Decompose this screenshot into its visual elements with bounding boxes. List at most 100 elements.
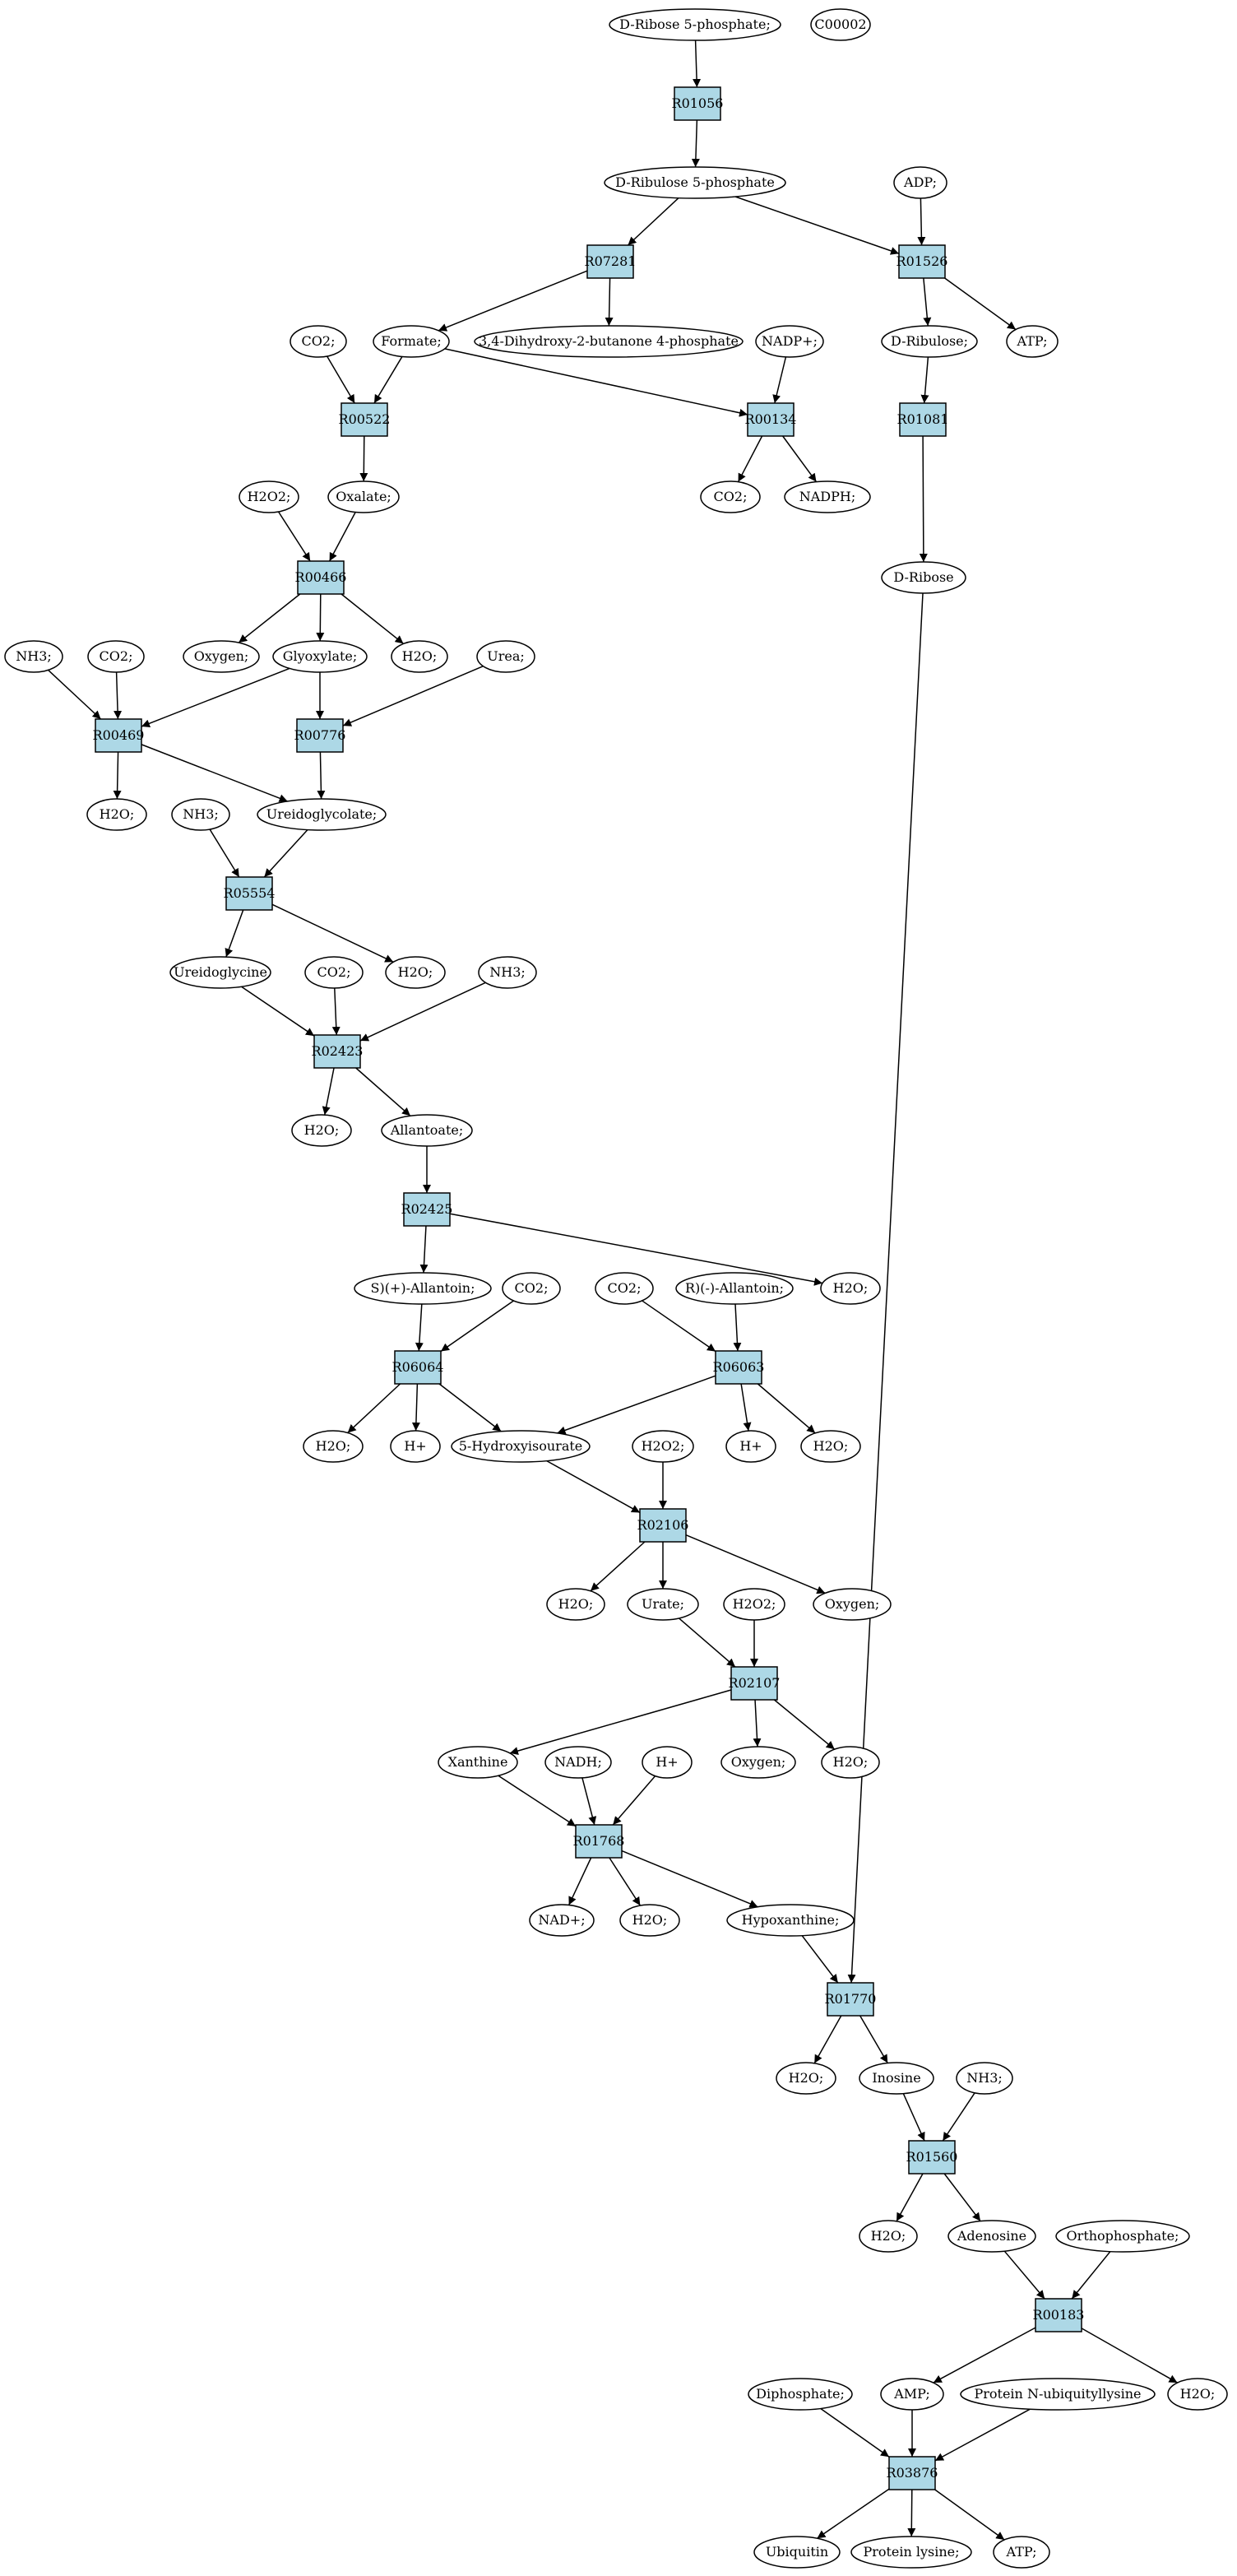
compound-ellipse: [881, 561, 966, 594]
compound-ellipse: [304, 956, 364, 989]
compound-ellipse: [291, 1114, 352, 1147]
compound-node: Allantoate;: [381, 1114, 473, 1147]
compound-ellipse: [385, 956, 446, 989]
compound-ellipse: [960, 2378, 1156, 2411]
compound-ellipse: [183, 640, 260, 673]
compound-node: H2O;: [546, 1588, 605, 1621]
edge-arrow: [627, 197, 679, 246]
edge-arrow: [919, 435, 928, 563]
compound-ellipse: [373, 325, 450, 358]
node-label: R01560: [906, 2149, 958, 2165]
compound-ellipse: [474, 325, 744, 358]
edge-arrow: [923, 277, 932, 327]
node-label: H2O;: [398, 964, 433, 980]
compound-ellipse: [257, 798, 387, 831]
compound-node: H2O;: [859, 2220, 918, 2253]
node-label: Formate;: [381, 333, 442, 349]
node-label: R05554: [224, 885, 276, 901]
node-label: R01526: [896, 253, 948, 269]
node-label: NH3;: [966, 2070, 1003, 2086]
compound-node: Inosine: [859, 2062, 934, 2095]
compound-node: NADPH;: [784, 480, 871, 513]
compound-ellipse: [272, 640, 368, 673]
compound-node: H2O;: [821, 1746, 880, 1779]
compound-node: H2O2;: [723, 1588, 785, 1621]
compound-ellipse: [87, 640, 145, 673]
edge-arrow: [546, 1460, 641, 1514]
node-label: R01768: [573, 1833, 625, 1849]
reaction-box: [730, 1666, 778, 1701]
edge-arrow: [141, 667, 290, 728]
edge-arrow: [419, 1225, 429, 1274]
node-label: AMP;: [893, 2386, 930, 2402]
compound-ellipse: [544, 1746, 612, 1779]
compound-ellipse: [1055, 2220, 1190, 2253]
node-label: H2O;: [316, 1438, 351, 1454]
compound-node: NAD+;: [529, 1904, 595, 1937]
compound-ellipse: [947, 2220, 1036, 2253]
node-label: 3,4-Dihydroxy-2-butanone 4-phosphate: [479, 333, 739, 349]
node-label: Oxygen;: [825, 1596, 880, 1612]
reaction-box: [827, 1982, 874, 2017]
reaction-node: R06063: [713, 1350, 764, 1385]
node-label: D-Ribose 5-phosphate;: [619, 16, 771, 32]
edge-arrow: [498, 1775, 577, 1827]
compound-ellipse: [748, 2378, 853, 2411]
edge-arrow: [114, 671, 123, 720]
node-label: Oxygen;: [194, 648, 249, 664]
compound-node: Hypoxanthine;: [726, 1904, 855, 1937]
node-label: Protein N-ubiquityllysine: [974, 2386, 1141, 2402]
reaction-box: [341, 402, 388, 437]
compound-node: Ureidoglycolate;: [257, 798, 387, 831]
compound-ellipse: [1006, 325, 1059, 358]
reaction-box: [575, 1824, 623, 1859]
compound-node: H+: [390, 1430, 441, 1463]
edge-arrow: [509, 1689, 732, 1755]
node-label: ATP;: [1006, 2544, 1037, 2560]
compound-ellipse: [546, 1588, 605, 1621]
node-label: D-Ribulose 5-phosphate: [615, 174, 775, 190]
reaction-box: [225, 876, 273, 911]
reaction-node: R06064: [392, 1350, 443, 1385]
compound-ellipse: [859, 2220, 918, 2253]
edge-arrow: [772, 356, 787, 404]
compound-ellipse: [4, 640, 63, 673]
edge-arrow: [347, 1383, 401, 1434]
compound-node: Formate;: [373, 325, 450, 358]
edge-arrow: [263, 829, 308, 878]
compound-ellipse: [725, 1430, 776, 1463]
edge-arrow: [590, 1541, 646, 1592]
compound-node: Adenosine: [947, 2220, 1036, 2253]
edge-arrow: [277, 511, 311, 562]
reaction-node: R01526: [896, 244, 948, 279]
compound-node: CO2;: [595, 1272, 654, 1305]
compound-node: NADH;: [544, 1746, 612, 1779]
node-label: 5-Hydroxyisourate: [459, 1438, 583, 1454]
compound-node: Protein lysine;: [850, 2536, 972, 2569]
edge-arrow: [440, 1300, 514, 1353]
node-label: R01056: [672, 95, 724, 111]
reaction-box: [888, 2456, 936, 2490]
edge-arrow: [359, 982, 486, 1042]
edge-arrow: [355, 1067, 411, 1116]
compound-ellipse: [476, 640, 535, 673]
edge-arrow: [621, 1850, 758, 1908]
edge-arrow: [933, 2327, 1036, 2383]
compound-ellipse: [850, 2536, 972, 2569]
edge-arrow: [917, 197, 926, 246]
compound-ellipse: [169, 956, 271, 989]
compound-ellipse: [451, 1430, 591, 1463]
edge-arrow: [341, 593, 404, 645]
compound-node: H2O;: [820, 1272, 881, 1305]
edge-arrow: [113, 751, 122, 800]
compound-node: ATP;: [993, 2536, 1050, 2569]
compound-ellipse: [390, 1430, 441, 1463]
node-label: Glyoxylate;: [283, 648, 358, 664]
reaction-box: [715, 1350, 762, 1385]
reaction-box: [898, 244, 946, 279]
node-label: S)(+)-Allantoin;: [370, 1280, 475, 1296]
compound-ellipse: [723, 1588, 785, 1621]
reaction-node: R00469: [93, 718, 144, 753]
compound-node: H2O;: [619, 1904, 680, 1937]
node-label: H+: [404, 1438, 426, 1454]
